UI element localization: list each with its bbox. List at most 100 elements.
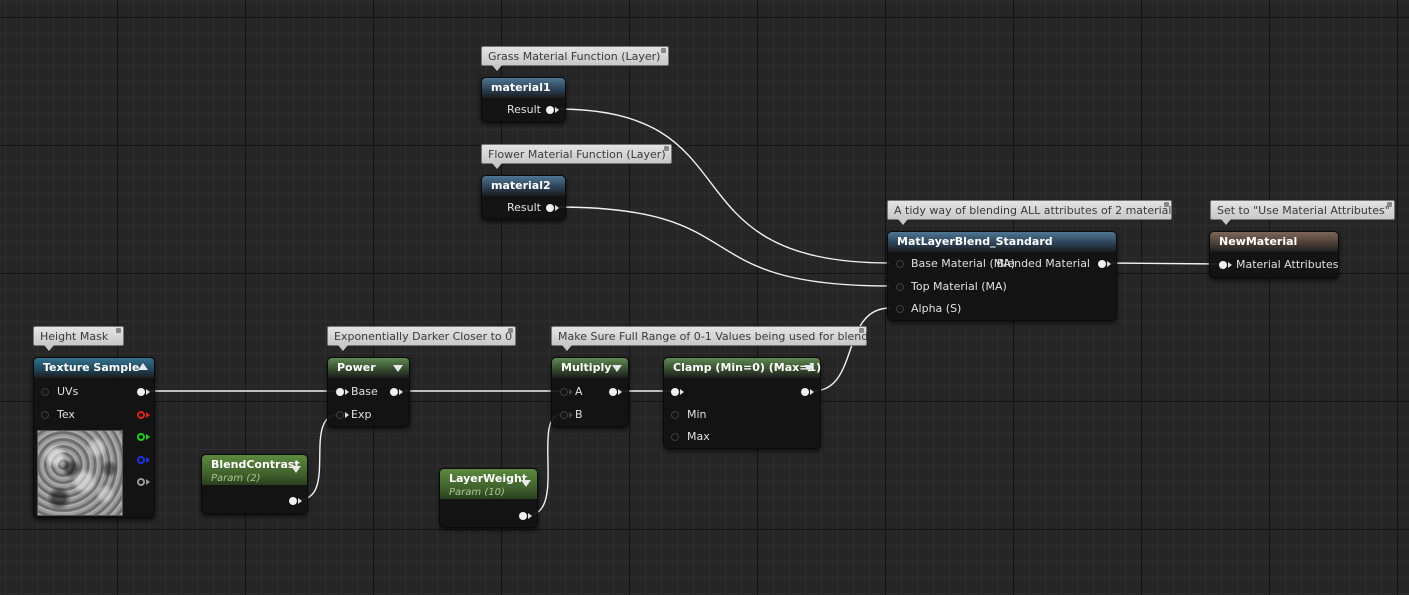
pin-arrow-icon (298, 498, 302, 504)
output-pin[interactable] (289, 497, 297, 505)
node-matlayerblend[interactable]: MatLayerBlend_Standard Base Material (MA… (887, 231, 1117, 321)
collapse-arrow-icon[interactable] (521, 480, 531, 487)
node-title: LayerWeight (449, 472, 528, 485)
output-label: Result (507, 103, 541, 116)
input-pin[interactable] (671, 411, 679, 419)
collapse-arrow-icon[interactable] (291, 466, 301, 473)
comment-newmaterial-text: Set to "Use Material Attributes" (1217, 204, 1390, 217)
output-pin[interactable] (609, 388, 617, 396)
collapse-arrow-icon[interactable] (612, 365, 622, 372)
input-label: Base Material (MA) (911, 257, 1016, 270)
wire-material2-to-top (555, 206, 891, 287)
comment-power[interactable]: Exponentially Darker Closer to 0 (327, 326, 516, 351)
input-label: Base (351, 385, 378, 398)
pin-arrow-icon (146, 479, 150, 485)
collapse-arrow-icon[interactable] (138, 363, 148, 370)
pin-icon[interactable] (859, 328, 864, 333)
comment-multiply[interactable]: Make Sure Full Range of 0-1 Values being… (551, 326, 868, 351)
node-newmaterial[interactable]: NewMaterial Material Attributes (1209, 231, 1339, 278)
input-pin[interactable] (336, 411, 344, 419)
node-title: NewMaterial (1210, 232, 1338, 252)
pin-icon[interactable] (661, 48, 666, 53)
pin-arrow-icon (528, 513, 532, 519)
output-pin[interactable] (1098, 260, 1106, 268)
pin-arrow-icon (680, 389, 684, 395)
input-label: Max (687, 430, 710, 443)
input-pin[interactable] (896, 283, 904, 291)
pin-icon[interactable] (508, 328, 513, 333)
input-label: Alpha (S) (911, 302, 962, 315)
output-pin-a[interactable] (137, 478, 145, 486)
input-pin[interactable] (896, 305, 904, 313)
pin-icon[interactable] (1387, 202, 1392, 207)
node-subtitle: Param (10) (449, 487, 505, 498)
node-title: MatLayerBlend_Standard (888, 232, 1116, 252)
node-texture-sample[interactable]: Texture Sample UVs Tex (33, 357, 155, 518)
input-pin[interactable] (41, 411, 49, 419)
node-subtitle: Param (2) (211, 473, 261, 484)
output-pin-r[interactable] (137, 411, 145, 419)
node-title: Multiply (552, 358, 628, 378)
wire-material1-to-base (555, 108, 891, 264)
collapse-arrow-icon[interactable] (393, 365, 403, 372)
input-pin[interactable] (1219, 261, 1227, 269)
output-pin-rgb[interactable] (137, 388, 145, 396)
node-title: BlendContrast (211, 458, 300, 471)
node-clamp[interactable]: Clamp (Min=0) (Max=1) Min Max (663, 357, 821, 449)
pin-arrow-icon (810, 389, 814, 395)
comment-flower[interactable]: Flower Material Function (Layer) (481, 144, 672, 169)
comment-grass-text: Grass Material Function (Layer) (488, 50, 661, 63)
input-pin[interactable] (671, 388, 679, 396)
output-pin[interactable] (546, 204, 554, 212)
pin-icon[interactable] (1164, 202, 1169, 207)
pin-arrow-icon (399, 389, 403, 395)
input-pin[interactable] (41, 388, 49, 396)
comment-blend-text: A tidy way of blending ALL attributes of… (894, 204, 1178, 217)
node-title: Texture Sample (34, 358, 154, 378)
input-label: Top Material (MA) (911, 280, 1007, 293)
collapse-arrow-icon[interactable] (804, 365, 814, 372)
wire-clamp-to-alpha (812, 307, 891, 392)
comment-power-text: Exponentially Darker Closer to 0 (334, 330, 513, 343)
output-pin[interactable] (546, 106, 554, 114)
output-pin-g[interactable] (137, 433, 145, 441)
input-label: Tex (57, 408, 75, 421)
pin-arrow-icon (146, 434, 150, 440)
input-pin[interactable] (671, 433, 679, 441)
texture-preview (37, 430, 123, 516)
output-label: Blended Material (996, 257, 1090, 270)
output-pin[interactable] (519, 512, 527, 520)
node-multiply[interactable]: Multiply A B (551, 357, 629, 427)
input-pin[interactable] (896, 260, 904, 268)
input-label: Min (687, 408, 707, 421)
pin-icon[interactable] (664, 146, 669, 151)
comment-height-text: Height Mask (40, 330, 109, 343)
output-pin-b[interactable] (137, 456, 145, 464)
pin-arrow-icon (345, 389, 349, 395)
pin-arrow-icon (555, 107, 559, 113)
comment-newmaterial[interactable]: Set to "Use Material Attributes" (1210, 200, 1395, 225)
pin-arrow-icon (146, 389, 150, 395)
comment-height[interactable]: Height Mask (33, 326, 124, 351)
pin-arrow-icon (569, 389, 573, 395)
node-layerweight[interactable]: LayerWeight Param (10) (439, 468, 538, 528)
input-pin[interactable] (336, 388, 344, 396)
node-material2[interactable]: material2 Result (481, 175, 566, 220)
node-material1[interactable]: material1 Result (481, 77, 566, 122)
wire-blended-to-newmaterial (1105, 262, 1222, 265)
node-title-block: BlendContrast Param (2) (202, 455, 307, 485)
input-pin[interactable] (560, 388, 568, 396)
pin-icon[interactable] (116, 328, 121, 333)
output-pin[interactable] (390, 388, 398, 396)
node-title: Power (328, 358, 409, 378)
input-label: A (575, 385, 583, 398)
pin-arrow-icon (146, 457, 150, 463)
node-power[interactable]: Power Base Exp (327, 357, 410, 427)
comment-blend[interactable]: A tidy way of blending ALL attributes of… (887, 200, 1177, 225)
pin-arrow-icon (1228, 262, 1232, 268)
input-pin[interactable] (560, 411, 568, 419)
comment-grass[interactable]: Grass Material Function (Layer) (481, 46, 669, 71)
input-label: B (575, 408, 583, 421)
output-pin[interactable] (801, 388, 809, 396)
node-blendcontrast[interactable]: BlendContrast Param (2) (201, 454, 308, 514)
